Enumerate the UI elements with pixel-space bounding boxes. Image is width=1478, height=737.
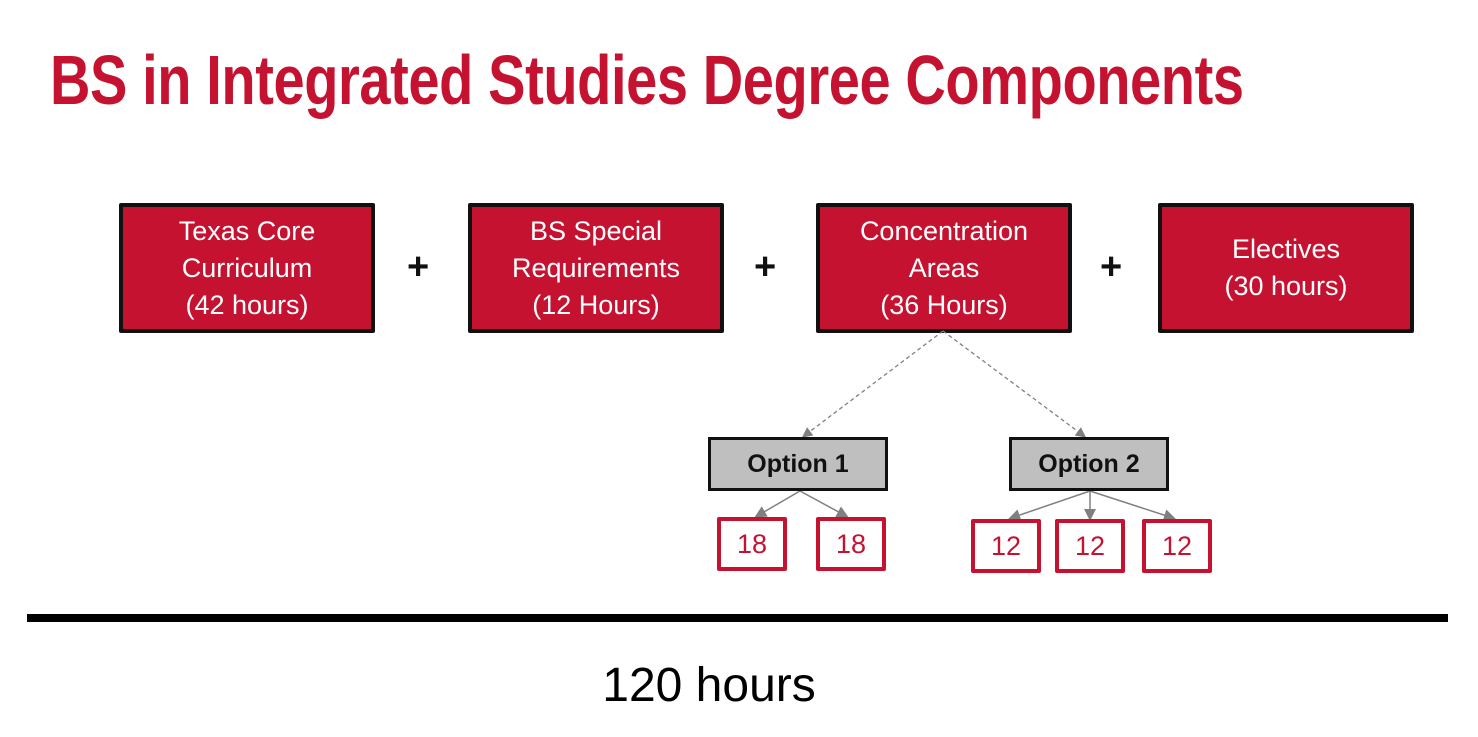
plus-sign: + — [754, 246, 777, 288]
total-hours: 120 hours — [602, 659, 816, 712]
option-2-part: 12 — [1142, 519, 1212, 573]
dashed-arrow — [942, 330, 1087, 438]
plus-sign: + — [1100, 246, 1123, 288]
component-concentration: Concentration Areas (36 Hours) — [816, 203, 1072, 333]
option-2-box: Option 2 — [1009, 437, 1169, 491]
option-1-part: 18 — [816, 517, 886, 571]
arrow — [754, 490, 801, 518]
component-bs-special: BS Special Requirements (12 Hours) — [468, 203, 724, 333]
sum-rule — [27, 614, 1448, 622]
arrow — [1008, 490, 1091, 521]
option-2-part: 12 — [971, 519, 1041, 573]
plus-sign: + — [407, 246, 430, 288]
component-electives: Electives (30 hours) — [1158, 203, 1414, 333]
arrow — [799, 490, 849, 518]
option-1-part: 18 — [717, 517, 787, 571]
option-2-part: 12 — [1055, 519, 1125, 573]
option-1-box: Option 1 — [708, 437, 888, 491]
arrow — [1089, 490, 1176, 521]
component-texas-core: Texas Core Curriculum (42 hours) — [119, 203, 375, 333]
slide-title: BS in Integrated Studies Degree Componen… — [50, 41, 1244, 119]
dashed-arrow — [801, 330, 944, 438]
